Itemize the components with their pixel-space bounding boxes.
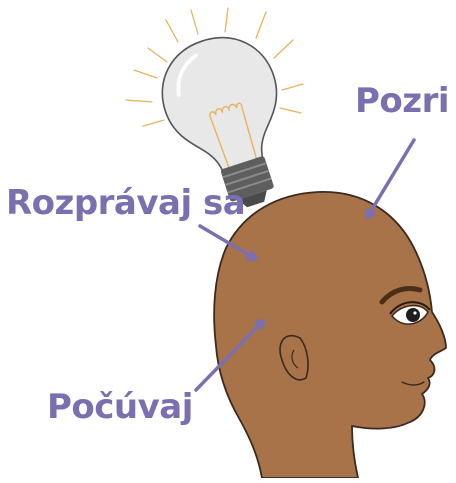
ear	[279, 335, 309, 381]
arrow-listen	[194, 322, 262, 392]
arrows	[194, 138, 416, 392]
eye	[389, 301, 431, 325]
mouth	[401, 381, 425, 386]
bulb-base	[220, 156, 274, 208]
label-look: Pozri	[355, 81, 450, 121]
label-speak: Rozprávaj sa	[6, 183, 246, 223]
eyebrow	[379, 286, 423, 305]
label-listen: Počúvaj	[47, 387, 193, 427]
head-profile	[213, 191, 447, 479]
bulb-highlight	[176, 53, 198, 97]
head-silhouette	[213, 191, 447, 479]
bulb-filament	[209, 102, 257, 168]
lightbulb-icon	[125, 7, 304, 208]
arrow-look	[368, 138, 416, 216]
bulb-glass	[161, 36, 278, 173]
arrow-speak	[198, 224, 254, 258]
bulb-rays	[125, 7, 304, 127]
